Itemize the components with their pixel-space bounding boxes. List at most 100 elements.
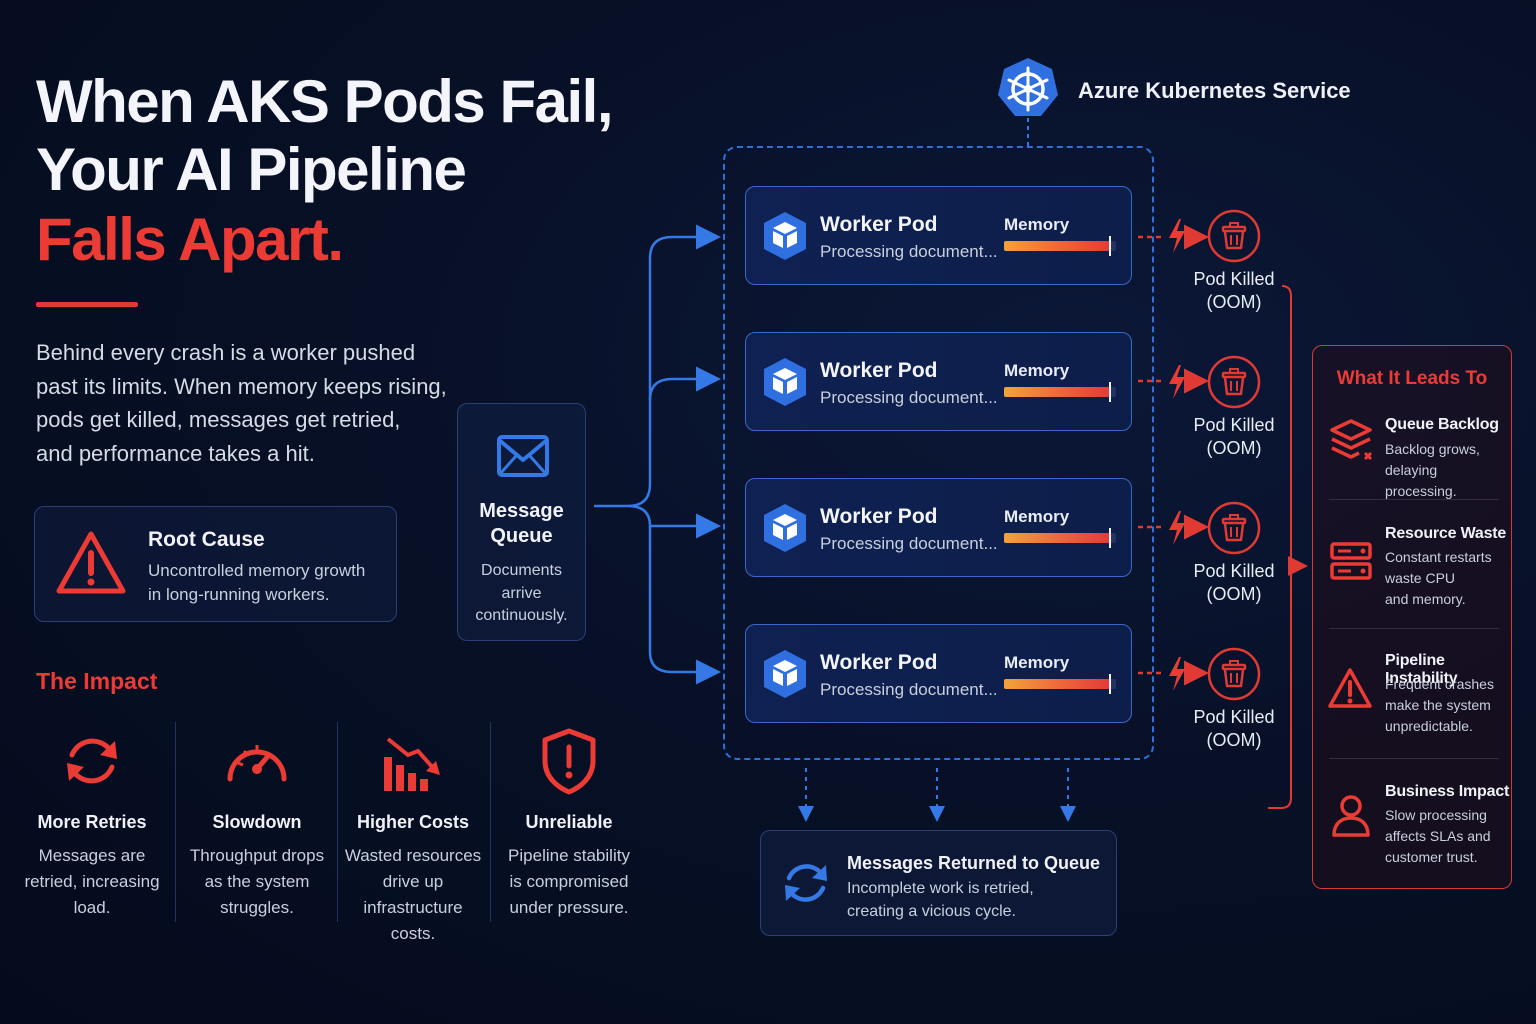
impact-separator <box>337 722 338 922</box>
title-line-2: Your AI Pipeline <box>36 136 467 203</box>
messages-returned-title: Messages Returned to Queue <box>847 853 1101 873</box>
lead-title: Resource Waste <box>1385 525 1507 542</box>
pod-killed-line: Pod Killed <box>1193 707 1275 727</box>
memory-label: Memory <box>1004 653 1070 672</box>
memory-label: Memory <box>1004 361 1070 380</box>
impact-separator <box>175 722 176 922</box>
pod-killed-line: Pod Killed <box>1193 561 1275 581</box>
root-cause-line: Uncontrolled memory growth <box>148 561 366 580</box>
impact-item: Unreliable Pipeline stability is comprom… <box>494 722 644 921</box>
worker-pod-card: Worker Pod Processing document... Memory <box>745 186 1132 285</box>
root-cause-title: Root Cause <box>148 528 265 551</box>
cube-icon <box>764 504 806 552</box>
pod-killed-line: (OOM) <box>1206 730 1262 750</box>
impact-desc: Throughput drops as the system struggles… <box>180 843 334 921</box>
lead-line: customer trust. <box>1385 849 1478 865</box>
worker-pod-title: Worker Pod <box>820 651 938 674</box>
messages-returned-card: Messages Returned to Queue Incomplete wo… <box>760 830 1117 936</box>
memory-label: Memory <box>1004 215 1070 234</box>
lead-separator <box>1329 758 1499 759</box>
lead-desc: Frequent crashes make the system unpredi… <box>1385 674 1494 737</box>
worker-pod-card: Worker Pod Processing document... Memory <box>745 478 1132 577</box>
lightning-icon <box>1169 657 1185 691</box>
lead-desc: Constant restarts waste CPU and memory. <box>1385 547 1492 610</box>
messages-returned-line: Incomplete work is retried, <box>847 880 1034 897</box>
lead-desc: Slow processing affects SLAs and custome… <box>1385 805 1491 868</box>
worker-pod-title: Worker Pod <box>820 359 938 382</box>
trash-icon <box>1207 501 1261 555</box>
worker-pod-title: Worker Pod <box>820 213 938 236</box>
trash-icon <box>1207 209 1261 263</box>
impact-title: More Retries <box>37 812 147 832</box>
shield-alert-icon <box>542 728 596 795</box>
memory-bar-fill <box>1004 679 1111 689</box>
message-queue-desc-line: arrive <box>501 584 542 602</box>
lead-line: Frequent crashes <box>1385 676 1494 692</box>
lead-line: Constant restarts <box>1385 549 1492 565</box>
declining-chart-icon <box>384 737 440 791</box>
impact-item: More Retries Messages are retried, incre… <box>12 722 172 921</box>
pod-killed-label: Pod Killed (OOM) <box>1184 560 1284 606</box>
lead-title: Business Impact <box>1385 783 1510 800</box>
lead-line: delaying processing. <box>1385 462 1457 499</box>
lightning-icon <box>1169 511 1185 545</box>
kubernetes-helm-icon <box>998 58 1058 116</box>
message-queue-title: Message Queue <box>458 499 585 549</box>
message-queue-card: Message Queue Documents arrive continuou… <box>457 403 586 641</box>
message-queue-desc-line: Documents <box>481 562 562 579</box>
impact-heading: The Impact <box>36 668 158 694</box>
worker-pod-status: Processing document... <box>820 388 998 407</box>
server-icon <box>1330 542 1372 580</box>
memory-label: Memory <box>1004 507 1070 526</box>
memory-limit-marker <box>1109 674 1112 694</box>
worker-pod-card: Worker Pod Processing document... Memory <box>745 332 1132 431</box>
trash-icon <box>1207 355 1261 409</box>
message-queue-desc: Documents arrive continuously. <box>458 560 585 628</box>
memory-bar-fill <box>1004 387 1111 397</box>
memory-bar <box>1004 241 1116 251</box>
aks-label: Azure Kubernetes Service <box>1078 78 1351 103</box>
speedometer-icon <box>227 745 287 782</box>
impact-line: struggles. <box>220 898 294 917</box>
intro-line: past its limits. When memory keeps risin… <box>36 373 447 399</box>
leads-to-heading: What It Leads To <box>1336 368 1488 389</box>
root-cause-line: in long-running workers. <box>148 585 330 604</box>
message-queue-desc-line: continuously. <box>475 607 568 624</box>
warning-triangle-icon <box>1328 668 1372 708</box>
layers-icon <box>1330 419 1373 461</box>
impact-title: Slowdown <box>212 812 302 832</box>
pod-killed-line: (OOM) <box>1206 438 1262 458</box>
impact-item: Slowdown Throughput drops as the system … <box>180 722 334 921</box>
impact-line: load. <box>73 898 111 917</box>
trash-icon <box>1207 647 1261 701</box>
impact-title: Unreliable <box>525 812 613 832</box>
impact-line: under pressure. <box>509 898 629 917</box>
memory-bar <box>1004 387 1116 397</box>
root-cause-card: Root Cause Uncontrolled memory growth in… <box>34 506 397 622</box>
memory-limit-marker <box>1109 528 1112 548</box>
impact-desc: Messages are retried, increasing load. <box>12 843 172 921</box>
pod-killed-label: Pod Killed (OOM) <box>1184 706 1284 752</box>
impact-line: retried, increasing <box>24 872 160 891</box>
title-rule <box>36 302 138 307</box>
message-queue-title-line: Message <box>479 500 564 522</box>
lead-desc: Backlog grows, delaying processing. <box>1385 439 1511 502</box>
memory-bar <box>1004 679 1116 689</box>
messages-returned-desc: Incomplete work is retried, creating a v… <box>847 877 1034 923</box>
lead-line: make the system <box>1385 697 1491 713</box>
memory-bar-fill <box>1004 241 1111 251</box>
impact-line: drive up <box>382 872 444 891</box>
envelope-icon <box>497 435 549 477</box>
lead-line: Backlog grows, <box>1385 441 1480 457</box>
intro-line: Behind every crash is a worker pushed <box>36 340 416 365</box>
worker-pod-status: Processing document... <box>820 680 998 699</box>
lead-line: waste CPU <box>1385 570 1456 586</box>
lead-line: Slow processing <box>1385 807 1487 823</box>
memory-bar <box>1004 533 1116 543</box>
cycle-icon <box>785 864 827 902</box>
lead-separator <box>1329 499 1499 500</box>
lead-line: unpredictable. <box>1385 718 1473 734</box>
impact-desc: Wasted resources drive up infrastructure… <box>340 843 486 947</box>
lead-title: Pipeline Instability <box>1385 652 1458 687</box>
